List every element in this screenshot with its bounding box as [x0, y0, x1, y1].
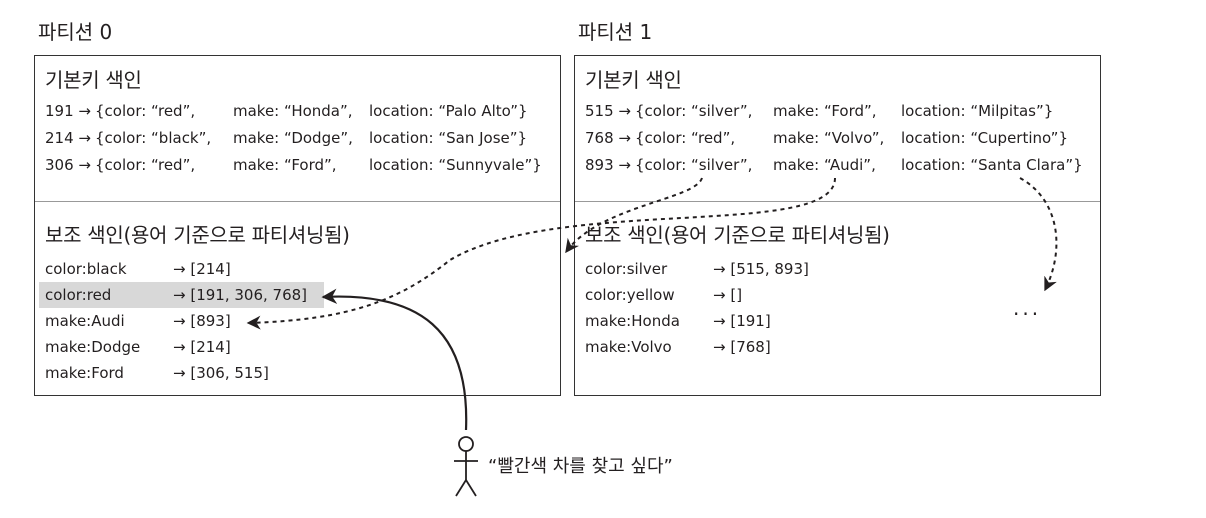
make-field: make: “Audi”,: [773, 156, 876, 174]
make-field: make: “Dodge”,: [233, 129, 353, 147]
color-field: {color: “red”,: [635, 129, 736, 147]
index-term: color:yellow: [585, 286, 675, 304]
primary-key: 306 →: [45, 156, 91, 174]
secondary-index-heading: 보조 색인(용어 기준으로 파티셔닝됨): [585, 223, 890, 247]
make-field: make: “Volvo”,: [773, 129, 885, 147]
index-term: make:Dodge: [45, 338, 141, 356]
index-term: color:red: [45, 286, 112, 304]
more-partitions-ellipsis: ...: [1013, 296, 1042, 320]
location-field: location: “Santa Clara”}: [901, 156, 1083, 174]
posting-list: → [515, 893]: [713, 260, 809, 278]
partition-0-title: 파티션 0: [38, 20, 113, 44]
index-term: make:Honda: [585, 312, 680, 330]
location-field: location: “Sunnyvale”}: [369, 156, 542, 174]
dotted-arrow-santa-clara: [1019, 177, 1058, 292]
make-field: make: “Honda”,: [233, 102, 353, 120]
user-figure: [454, 436, 478, 497]
index-separator: [35, 201, 560, 202]
posting-list: → [768]: [713, 338, 771, 356]
dotted-arrow-silver: [565, 177, 703, 254]
query-arrow: [321, 288, 468, 431]
posting-list: → [214]: [173, 260, 231, 278]
color-field: {color: “silver”,: [635, 156, 753, 174]
primary-index-heading: 기본키 색인: [585, 68, 682, 92]
posting-list: → [191]: [713, 312, 771, 330]
primary-key: 515 →: [585, 102, 631, 120]
location-field: location: “Cupertino”}: [901, 129, 1068, 147]
primary-key: 893 →: [585, 156, 631, 174]
posting-list: → [893]: [173, 312, 231, 330]
index-term: color:silver: [585, 260, 668, 278]
posting-list: → [306, 515]: [173, 364, 269, 382]
user-quote: “빨간색 차를 찾고 싶다”: [488, 456, 673, 477]
location-field: location: “San Jose”}: [369, 129, 528, 147]
color-field: {color: “black”,: [95, 129, 212, 147]
primary-index-heading: 기본키 색인: [45, 68, 142, 92]
posting-list: → [214]: [173, 338, 231, 356]
posting-list: → []: [713, 286, 743, 304]
index-term: make:Volvo: [585, 338, 672, 356]
partition-1-title: 파티션 1: [578, 20, 653, 44]
index-term: make:Ford: [45, 364, 124, 382]
primary-key: 768 →: [585, 129, 631, 147]
secondary-index-heading: 보조 색인(용어 기준으로 파티셔닝됨): [45, 223, 350, 247]
primary-key: 191 →: [45, 102, 91, 120]
posting-list: → [191, 306, 768]: [173, 286, 308, 304]
partition-0-box: 기본키 색인 191 → {color: “red”, make: “Honda…: [34, 55, 561, 396]
index-term: make:Audi: [45, 312, 125, 330]
index-term: color:black: [45, 260, 127, 278]
make-field: make: “Ford”,: [233, 156, 337, 174]
index-separator: [575, 201, 1100, 202]
location-field: location: “Milpitas”}: [901, 102, 1054, 120]
highlight-color-red: [39, 282, 324, 308]
color-field: {color: “red”,: [95, 156, 196, 174]
primary-key: 214 →: [45, 129, 91, 147]
color-field: {color: “silver”,: [635, 102, 753, 120]
make-field: make: “Ford”,: [773, 102, 877, 120]
color-field: {color: “red”,: [95, 102, 196, 120]
partition-1-box: 기본키 색인 515 → {color: “silver”, make: “Fo…: [574, 55, 1101, 396]
dotted-arrow-audi: [246, 177, 836, 330]
location-field: location: “Palo Alto”}: [369, 102, 528, 120]
